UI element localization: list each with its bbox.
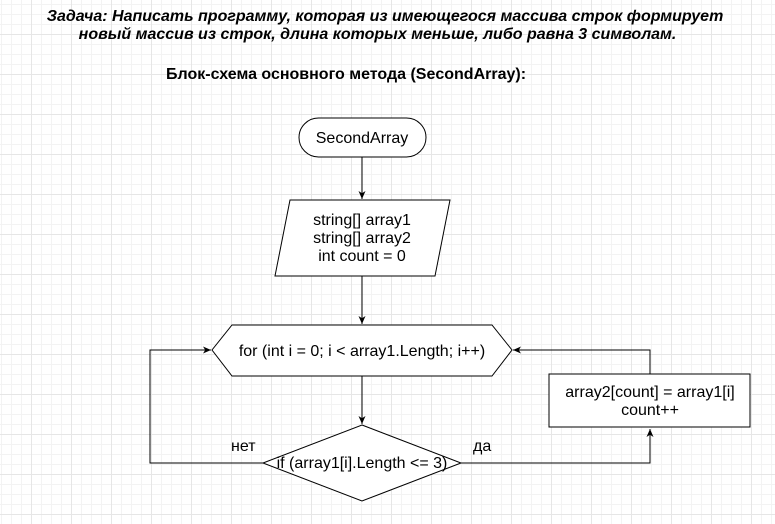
action-process-box [548, 373, 751, 428]
connector-no-branch [149, 346, 263, 464]
connector-action-to-loop [513, 346, 651, 374]
task-statement: Задача: Написать программу, которая из и… [0, 8, 775, 44]
task-line-1: Задача: Написать программу, которая из и… [46, 8, 724, 25]
loop-label: for (int i = 0; i < array1.Length; i++) [239, 343, 485, 360]
task-line-2: новый массив из строк, длина которых мен… [78, 26, 677, 43]
connector-yes-branch [461, 429, 654, 464]
yes-branch-label: да [473, 438, 491, 455]
declarations-parallelogram [274, 199, 451, 277]
no-branch-label: нет [231, 438, 256, 455]
condition-label: if (array1[i].Length <= 3) [277, 455, 448, 472]
declaration-line-3: int count = 0 [318, 248, 406, 265]
action-line-1: array2[count] = array1[i] [565, 384, 734, 401]
loop-hexagon [211, 324, 513, 377]
declaration-line-2: string[] array2 [313, 230, 411, 247]
declaration-line-1: string[] array1 [313, 212, 411, 229]
start-label: SecondArray [316, 130, 409, 147]
condition-diamond [261, 424, 463, 502]
diagram-heading: Блок-схема основного метода (SecondArray… [166, 66, 527, 83]
start-terminator [298, 117, 427, 158]
action-line-2: count++ [621, 402, 679, 419]
